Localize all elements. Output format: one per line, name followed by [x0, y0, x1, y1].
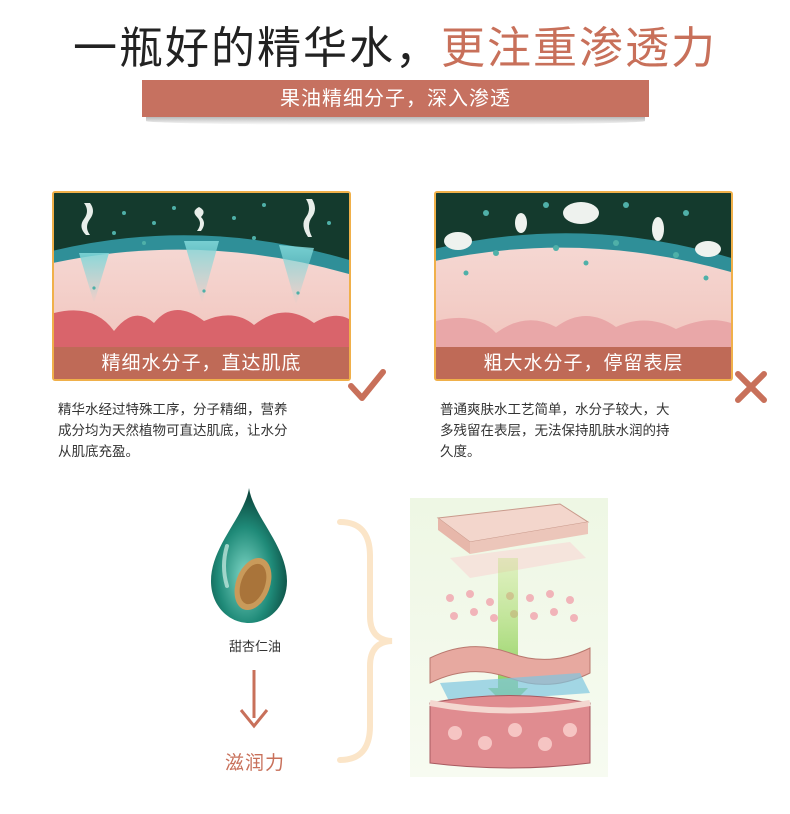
headline-accent-part: 更注重渗透力	[441, 23, 717, 74]
description-line: 久度。	[440, 444, 481, 460]
banner: 果油精细分子，深入渗透	[142, 80, 649, 128]
description-line: 普通爽肤水工艺简单，水分子较大，大	[440, 402, 670, 418]
description-line: 成分均为天然植物可直达肌底，让水分	[58, 423, 288, 439]
description-line: 从肌底充盈。	[58, 444, 139, 460]
description-coarse: 普通爽肤水工艺简单，水分子较大，大 多残留在表层，无法保持肌肤水润的持 久度。	[440, 400, 730, 463]
check-icon	[348, 369, 386, 401]
brace-icon	[337, 519, 393, 763]
ingredient-name: 甜杏仁油	[228, 640, 281, 655]
description-line: 精华水经过特殊工序，分子精细，营养	[58, 402, 288, 418]
fine-molecule-skin-illustration	[54, 193, 349, 379]
panel-label-fine: 精细水分子，直达肌底	[54, 347, 349, 379]
almond-oil-drop-icon	[211, 488, 287, 623]
description-fine: 精华水经过特殊工序，分子精细，营养 成分均为天然植物可直达肌底，让水分 从肌底充…	[58, 400, 348, 463]
page-headline: 一瓶好的精华水，更注重渗透力	[0, 12, 790, 76]
cross-icon	[735, 371, 767, 403]
skin-layers-illustration	[410, 498, 608, 777]
description-line: 多残留在表层，无法保持肌肤水润的持	[440, 423, 670, 439]
ingredient-effect: 滋润力	[224, 752, 285, 774]
panel-fine-molecules: 精细水分子，直达肌底	[52, 191, 351, 381]
banner-shadow	[146, 117, 645, 125]
headline-dark-part: 一瓶好的精华水，	[73, 23, 441, 74]
arrow-down-icon	[239, 670, 269, 729]
banner-text: 果油精细分子，深入渗透	[142, 80, 649, 117]
panel-label-coarse: 粗大水分子，停留表层	[436, 347, 731, 379]
panel-coarse-molecules: 粗大水分子，停留表层	[434, 191, 733, 381]
